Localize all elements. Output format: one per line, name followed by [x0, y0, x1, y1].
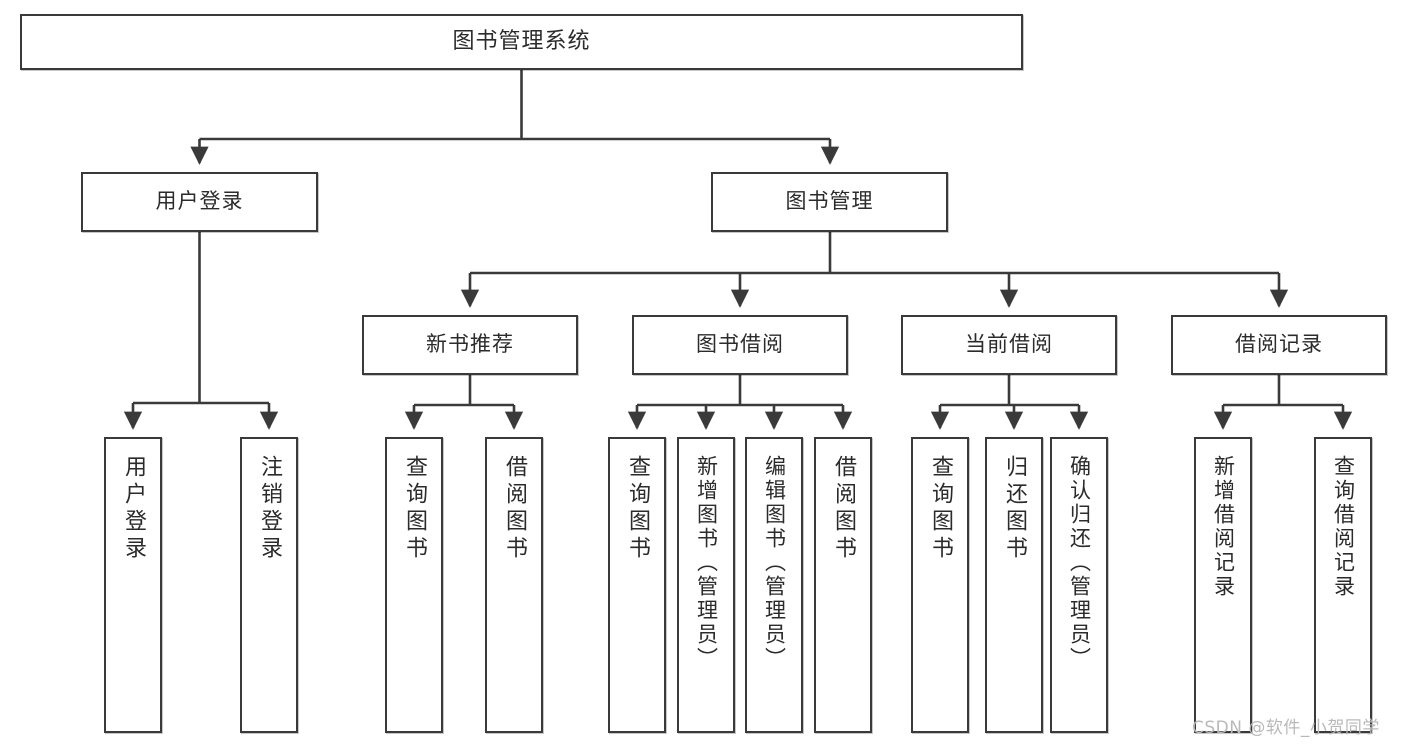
- leaf-logout-login[interactable]: 注销登录: [240, 437, 298, 733]
- leaf-query-book-borrow[interactable]: 查询图书: [608, 437, 666, 733]
- node-label: 编辑图书（管理员）: [762, 455, 787, 671]
- node-book-management[interactable]: 图书管理: [711, 172, 948, 232]
- node-label: 借阅图书: [831, 455, 856, 563]
- node-label: 新书推荐: [426, 332, 514, 357]
- leaf-add-book-admin[interactable]: 新增图书（管理员）: [677, 437, 735, 733]
- node-current-borrow[interactable]: 当前借阅: [901, 315, 1117, 375]
- leaf-confirm-return-admin[interactable]: 确认归还（管理员）: [1050, 437, 1108, 733]
- node-label: 图书借阅: [696, 332, 784, 357]
- leaf-query-book-recommend[interactable]: 查询图书: [385, 437, 443, 733]
- node-label: 查询图书: [928, 455, 953, 563]
- leaf-return-book[interactable]: 归还图书: [985, 437, 1043, 733]
- leaf-borrow-book[interactable]: 借阅图书: [814, 437, 872, 733]
- leaf-add-borrow-record[interactable]: 新增借阅记录: [1194, 437, 1252, 733]
- node-label: 归还图书: [1002, 455, 1027, 563]
- leaf-borrow-book-recommend[interactable]: 借阅图书: [485, 437, 543, 733]
- node-label: 借阅图书: [502, 455, 527, 563]
- node-new-book-recommend[interactable]: 新书推荐: [362, 315, 578, 375]
- csdn-watermark: CSDN @软件_小贺同学: [1192, 718, 1380, 738]
- node-label: 新增借阅记录: [1211, 455, 1236, 599]
- node-label: 用户登录: [155, 189, 244, 214]
- node-label: 查询图书: [402, 455, 427, 563]
- node-book-borrow[interactable]: 图书借阅: [632, 315, 848, 375]
- node-label: 注销登录: [257, 455, 282, 563]
- node-label: 当前借阅: [965, 332, 1053, 357]
- node-label: 用户登录: [121, 455, 146, 563]
- node-label: 图书管理: [785, 189, 874, 214]
- node-label: 查询图书: [625, 455, 650, 563]
- node-label: 新增图书（管理员）: [694, 455, 719, 671]
- node-label: 查询借阅记录: [1331, 455, 1356, 599]
- leaf-user-login[interactable]: 用户登录: [104, 437, 162, 733]
- leaf-query-book-current[interactable]: 查询图书: [911, 437, 969, 733]
- node-root-system[interactable]: 图书管理系统: [20, 14, 1023, 70]
- node-borrow-record[interactable]: 借阅记录: [1171, 315, 1387, 375]
- leaf-query-borrow-record[interactable]: 查询借阅记录: [1314, 437, 1372, 733]
- node-label: 借阅记录: [1235, 332, 1323, 357]
- node-label: 确认归还（管理员）: [1067, 455, 1092, 671]
- node-label: 图书管理系统: [452, 28, 591, 54]
- leaf-edit-book-admin[interactable]: 编辑图书（管理员）: [745, 437, 803, 733]
- node-user-login[interactable]: 用户登录: [81, 172, 318, 232]
